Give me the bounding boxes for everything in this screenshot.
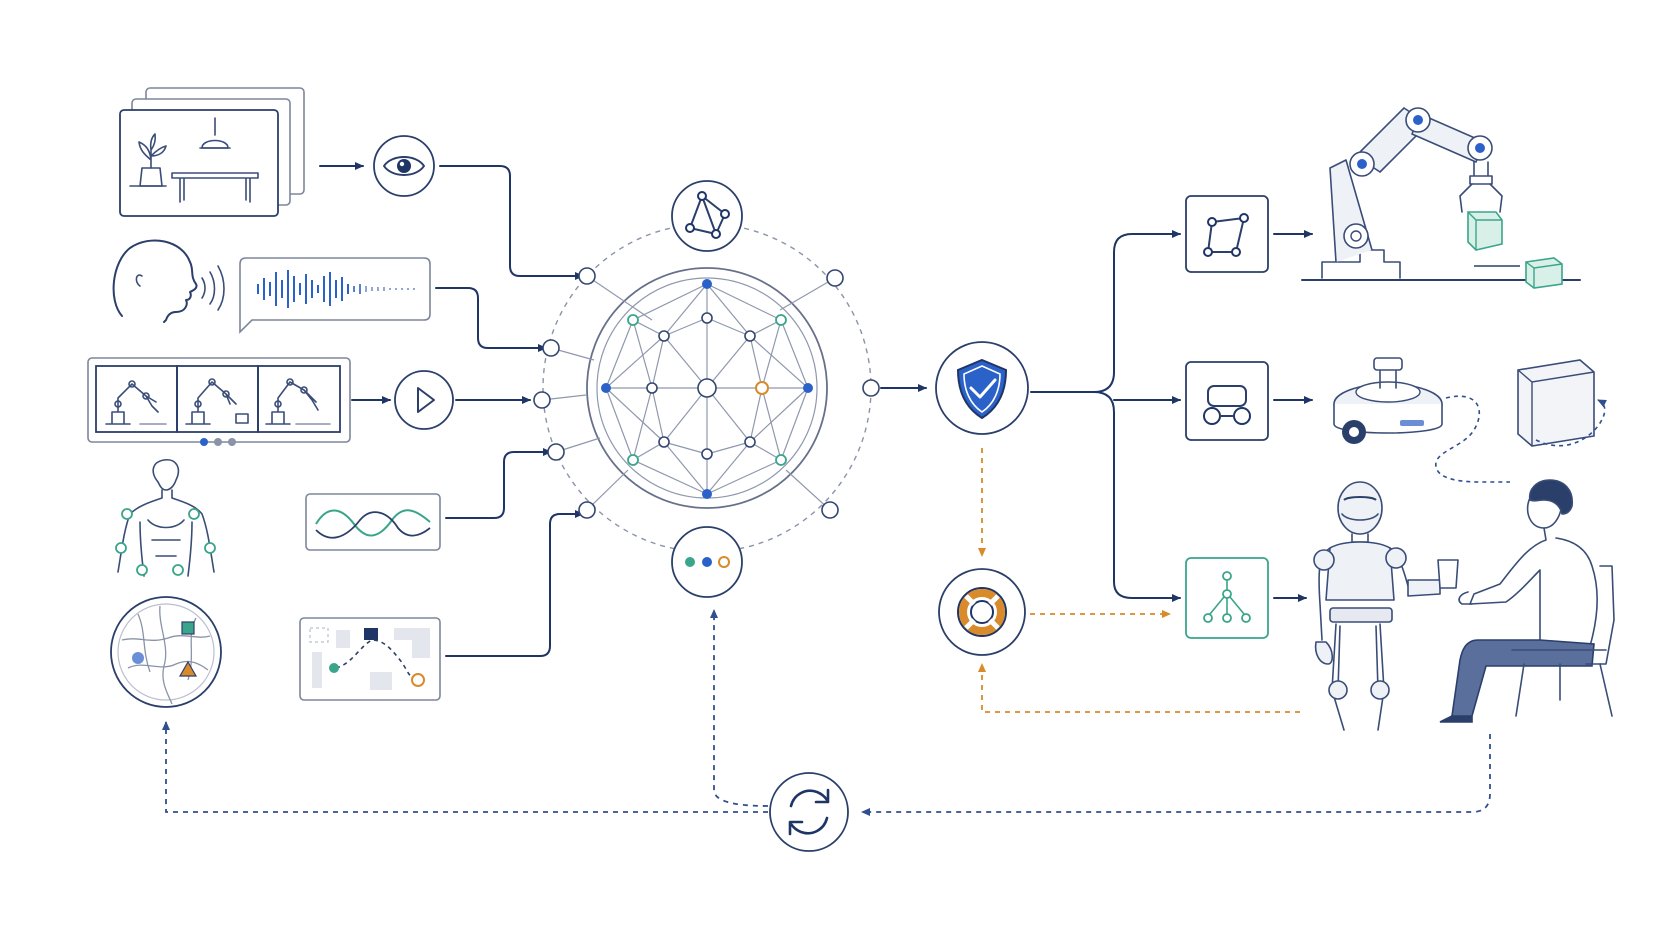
neural-network-sphere-icon	[601, 279, 813, 499]
polygon-nodes-icon	[1203, 213, 1249, 257]
speech-audio	[239, 257, 431, 334]
signal-wave-icon	[315, 509, 431, 539]
safety-shield	[935, 341, 1029, 435]
mobile-robot-navigation	[1333, 357, 1607, 483]
core-network	[533, 223, 880, 553]
feedback-cycle	[769, 772, 849, 852]
sensor-signal	[305, 493, 441, 551]
triangle-graph-icon	[685, 191, 730, 239]
status-dots-badge	[671, 526, 743, 598]
action-polygon-card	[1185, 195, 1269, 273]
map-circle	[110, 596, 222, 708]
robot-arm-manipulation	[1301, 107, 1581, 289]
shield-check-icon	[956, 358, 1008, 420]
navigation-card	[1185, 361, 1269, 441]
lifebuoy-icon	[957, 587, 1007, 637]
vehicle-icon	[1203, 385, 1251, 425]
map-route	[299, 617, 441, 701]
graph-badge	[671, 180, 743, 252]
speaking-head-icon	[112, 239, 225, 323]
play-icon	[394, 370, 454, 430]
hierarchy-tree-icon	[1203, 571, 1251, 623]
waveform-icon	[257, 270, 415, 308]
scene-image-stack	[119, 87, 305, 217]
refresh-cycle-icon	[788, 788, 830, 836]
humanoid-human-interaction	[1313, 479, 1615, 731]
interaction-card	[1185, 557, 1269, 639]
eye-icon	[373, 135, 435, 197]
robot-video-frames	[87, 357, 351, 446]
body-pose	[115, 458, 216, 577]
recovery-badge	[938, 568, 1026, 656]
